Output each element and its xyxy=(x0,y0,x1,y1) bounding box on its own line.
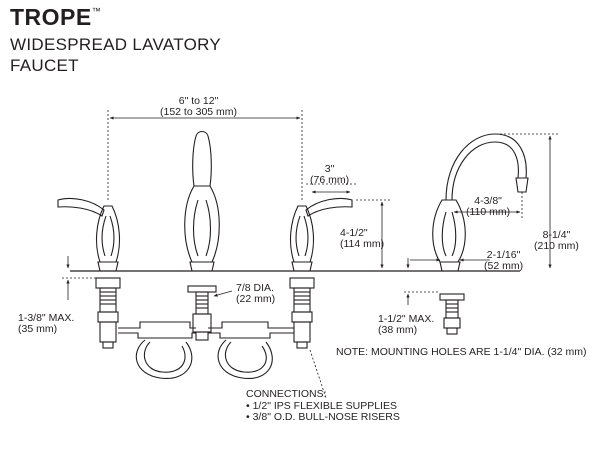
right-handle xyxy=(289,197,353,272)
handle-offset-imperial: 3" xyxy=(324,163,335,175)
right-valve-body xyxy=(289,277,315,349)
handle-height-label: 4-1/2" (114 mm) xyxy=(340,228,384,250)
handle-height-imperial: 4-1/2" xyxy=(340,227,368,239)
brand-title: TROPE™ xyxy=(10,4,101,31)
center-shank xyxy=(187,285,217,341)
handle-offset-metric: (76 mm) xyxy=(310,174,350,186)
spread-metric: (152 to 305 mm) xyxy=(160,106,238,118)
connections-list: CONNECTIONS: • 1/2" IPS FLEXIBLE SUPPLIE… xyxy=(246,388,400,424)
right-deck-metric: (38 mm) xyxy=(378,324,418,336)
connection-item: • 3/8" O.D. BULL-NOSE RISERS xyxy=(246,411,400,423)
spread-imperial: 6" to 12" xyxy=(178,95,219,107)
supply-hoses xyxy=(118,321,294,379)
handle-offset-label: 3" (76 mm) xyxy=(310,164,349,186)
spout-height-imperial: 8-1/4" xyxy=(542,229,571,241)
right-deck-imperial: 1-1/2" MAX. xyxy=(378,313,435,325)
spout-reach-label: 4-3/8" (110 mm) xyxy=(466,196,510,218)
handle-height-metric: (114 mm) xyxy=(340,238,385,250)
spout-base-label: 2-1/16" (52 mm) xyxy=(484,250,523,272)
spout-height-label: 8-1/4" (210 mm) xyxy=(534,230,579,252)
spout-height-metric: (210 mm) xyxy=(534,240,579,252)
brand-name: TROPE xyxy=(10,4,92,30)
spout-base-metric: (52 mm) xyxy=(484,260,524,272)
spout-reach-metric: (110 mm) xyxy=(466,206,511,218)
right-deck-max-label: 1-1/2" MAX. (38 mm) xyxy=(378,314,434,336)
shank-diameter-label: 7/8 DIA. (22 mm) xyxy=(236,283,275,305)
left-handle xyxy=(57,197,121,272)
trademark-symbol: ™ xyxy=(91,6,102,16)
left-valve-body xyxy=(95,277,121,349)
subtitle-line-1: WIDESPREAD LAVATORY xyxy=(10,35,222,54)
center-spout xyxy=(184,130,220,272)
subtitle-line-2: FAUCET xyxy=(10,56,79,75)
left-deck-max-label: 1-3/8" MAX. (35 mm) xyxy=(18,313,74,335)
side-spout xyxy=(432,133,529,272)
shank-diameter-metric: (22 mm) xyxy=(236,293,276,305)
connection-item: • 1/2" IPS FLEXIBLE SUPPLIES xyxy=(246,399,397,412)
spread-dimension-label: 6" to 12" (152 to 305 mm) xyxy=(160,96,237,118)
mounting-holes-note: NOTE: MOUNTING HOLES ARE 1-1/4" DIA. (32… xyxy=(336,346,587,358)
connections-heading: CONNECTIONS: xyxy=(246,388,327,400)
spout-reach-imperial: 4-3/8" xyxy=(474,195,502,207)
left-deck-imperial: 1-3/8" MAX. xyxy=(18,312,75,324)
shank-diameter-imperial: 7/8 DIA. xyxy=(236,282,274,294)
left-deck-metric: (35 mm) xyxy=(18,323,58,335)
side-shank xyxy=(439,293,465,335)
spout-base-imperial: 2-1/16" xyxy=(486,249,521,261)
